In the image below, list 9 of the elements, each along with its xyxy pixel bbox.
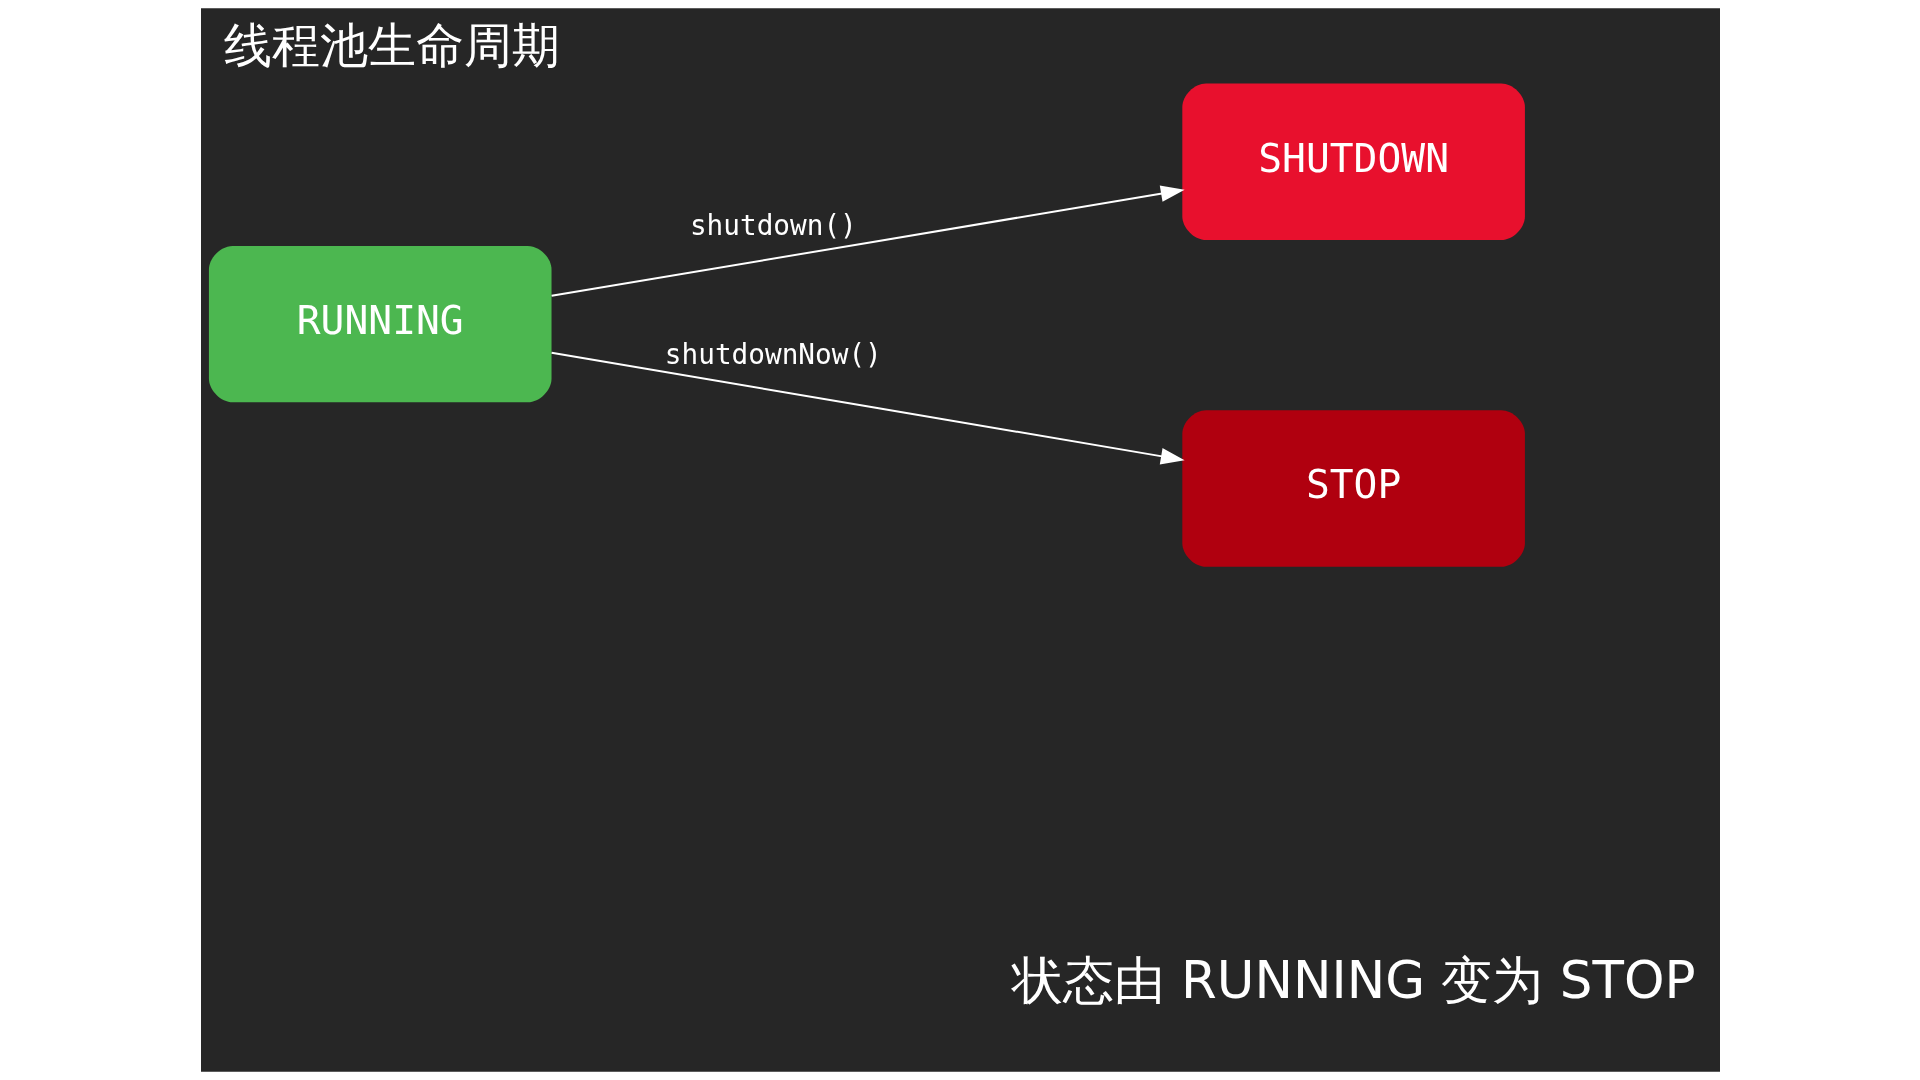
node-box: RUNNING (208, 245, 552, 403)
edge-label: shutdownNow() (664, 338, 882, 372)
node-box: SHUTDOWN (1181, 83, 1525, 240)
edge-label: shutdown() (689, 209, 857, 243)
caption: 状态由 RUNNING 变为 STOP (1011, 950, 1696, 1011)
arrow (550, 351, 1185, 465)
diagram-title: 线程池生命周期 (223, 18, 560, 74)
node-box: STOP (1181, 410, 1525, 567)
arrow (550, 185, 1185, 297)
